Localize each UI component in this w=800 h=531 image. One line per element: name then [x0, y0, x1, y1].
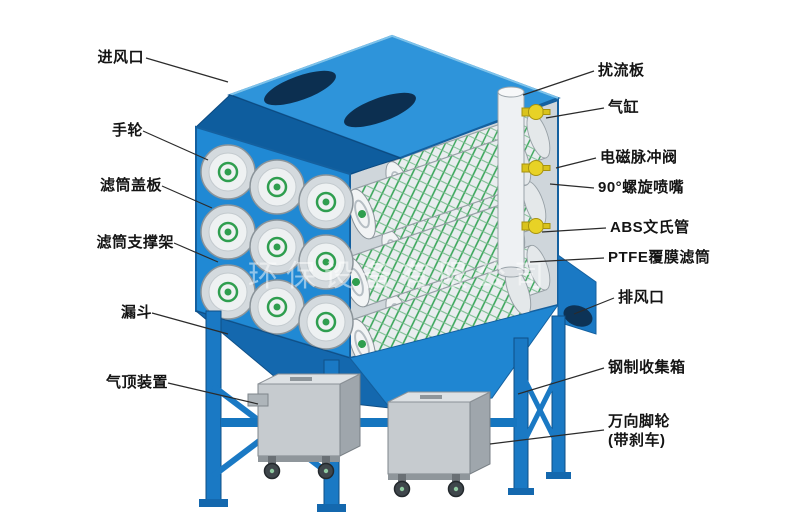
leader-line — [145, 57, 229, 83]
leader-lines — [142, 57, 615, 445]
leader-line — [529, 257, 605, 263]
leader-line — [173, 242, 219, 263]
label-handwheel: 手轮 — [111, 122, 143, 139]
exhaust-outlet — [557, 254, 597, 335]
leader-line — [151, 312, 229, 335]
air-inlet-opening — [264, 70, 336, 106]
label-steel-collection-box: 钢制收集箱 — [608, 359, 686, 376]
cartridge-cover-handwheel — [248, 158, 306, 216]
label-ptfe-cartridge: PTFE覆膜滤筒 — [608, 249, 711, 266]
label-hopper: 漏斗 — [120, 304, 152, 321]
air-jack-device — [247, 393, 269, 407]
support-leg — [551, 315, 566, 475]
leader-line — [549, 183, 595, 189]
support-leg — [513, 337, 529, 491]
leader-line — [573, 297, 615, 315]
leader-line — [517, 367, 605, 395]
label-air-inlet: 进风口 — [97, 49, 144, 66]
lid-handle — [290, 377, 312, 381]
label-exhaust-outlet: 排风口 — [618, 289, 665, 306]
label-pulse-valve: 电磁脉冲阀 — [600, 149, 678, 166]
watermark-text: 环保设备有限公司 — [248, 260, 552, 293]
horizontal-beam — [221, 418, 517, 427]
label-spiral-nozzle: 90°螺旋喷嘴 — [598, 179, 685, 196]
leader-line — [555, 157, 597, 169]
collection-box — [387, 391, 491, 498]
leader-line — [489, 429, 605, 445]
leader-line — [545, 107, 605, 119]
label-baffle-plate: 扰流板 — [598, 62, 645, 79]
cartridge-cover-handwheel — [199, 203, 257, 261]
label-cartridge-support: 滤筒支撑架 — [96, 234, 174, 251]
leader-line — [522, 70, 595, 96]
label-caster-wheel-line2: (带刹车) — [608, 432, 666, 449]
leader-line — [161, 185, 213, 209]
leader-line — [142, 130, 209, 161]
leader-line — [167, 382, 259, 405]
label-venturi-tube: ABS文氏管 — [610, 219, 690, 236]
cartridge-cover-handwheel — [297, 293, 355, 351]
cartridge-cover-handwheel — [199, 143, 257, 201]
label-cartridge-cover: 滤筒盖板 — [99, 177, 162, 194]
collection-box — [257, 373, 361, 480]
label-air-cylinder: 气缸 — [608, 99, 640, 116]
label-caster-wheel: 万向脚轮 (带刹车) — [608, 412, 670, 450]
label-air-jack-device: 气顶装置 — [105, 374, 168, 391]
air-inlet-opening — [344, 92, 416, 128]
label-caster-wheel-line1: 万向脚轮 — [608, 413, 671, 430]
leader-line — [541, 227, 607, 233]
manifold-pipe — [497, 86, 551, 278]
cartridge-cover-handwheel — [297, 173, 355, 231]
cross-brace — [518, 370, 562, 450]
lid-handle — [420, 395, 442, 399]
